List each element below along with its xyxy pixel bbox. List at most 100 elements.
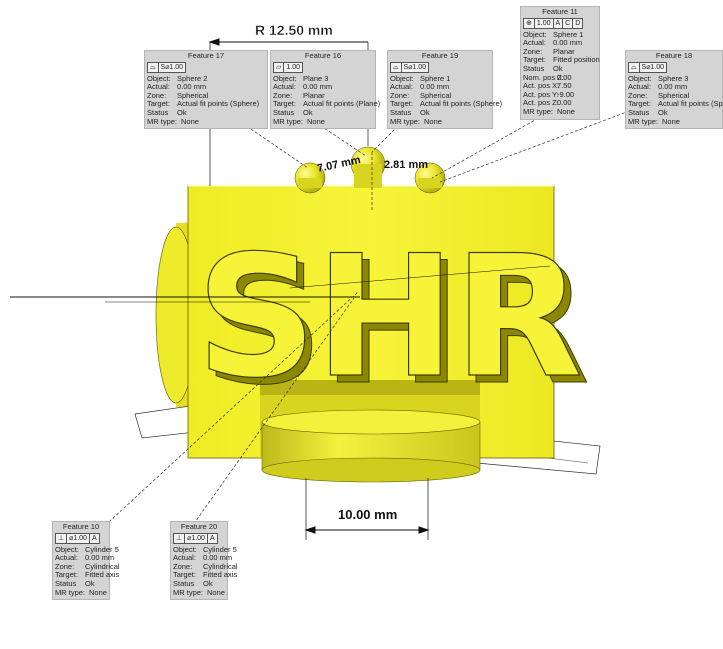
callout-row: Target:Fitted position xyxy=(523,55,600,65)
row-value: Ok xyxy=(553,63,563,73)
top-right-dimension: 2.81 mm xyxy=(384,159,428,171)
row-value: Ok xyxy=(303,107,313,117)
row-value: 0.00 xyxy=(557,72,572,82)
row-value: Planar xyxy=(553,46,575,56)
fcf-cell: ⌀1.00 xyxy=(184,532,208,544)
row-key: Zone: xyxy=(390,90,410,100)
feature-control-frame: ⌓S⌀1.00 xyxy=(628,61,720,73)
row-value: Sphere 3 xyxy=(658,73,689,83)
callout-row: Object: Sphere 3 xyxy=(628,73,720,84)
row-key: Actual: xyxy=(390,82,413,92)
feature-control-frame: ▱1.00 xyxy=(273,61,373,73)
row-key: Object: xyxy=(523,29,547,39)
row-value: 0.00 mm xyxy=(177,82,207,92)
fcf-cell: 1.00 xyxy=(283,61,304,73)
callout-row: MR type:None xyxy=(628,116,720,127)
datum-plane-label xyxy=(547,457,589,464)
letters-text: SHR xyxy=(196,219,581,415)
row-value: 0.00 xyxy=(557,98,572,108)
row-key: Act. pos X: xyxy=(523,81,560,91)
fcf-cell: A xyxy=(88,532,100,544)
callout-row: MR type:None xyxy=(273,116,373,127)
bottom-cylinder xyxy=(261,409,481,483)
radius-dimension: R 12.50 mm xyxy=(255,22,333,38)
row-key: Object: xyxy=(147,73,171,83)
row-value: None xyxy=(181,116,199,126)
row-key: Zone: xyxy=(628,90,648,100)
row-key: MR type: xyxy=(390,116,421,126)
fcf-cell: S⌀1.00 xyxy=(638,61,668,73)
callout-row: Actual:0.00 mm xyxy=(523,39,597,48)
callout-row: MR type:None xyxy=(523,106,597,117)
row-key: Target: xyxy=(273,99,296,109)
row-key: Actual: xyxy=(273,82,296,92)
callout-row: Zone:Spherical xyxy=(628,90,720,101)
callout-title: Feature 18 xyxy=(655,51,693,60)
row-key: Object: xyxy=(390,73,414,83)
leader-lines xyxy=(97,103,649,533)
callout-row: Target: Actual fit points (Sphere) xyxy=(628,99,723,109)
row-value: Planar xyxy=(303,90,325,100)
callout-row: Actual: 0.00 mm xyxy=(147,83,265,92)
callout-row: Act. pos X:7.50 xyxy=(523,82,597,91)
row-key: Status xyxy=(390,107,412,117)
row-key: Target: xyxy=(523,55,546,65)
callout-row: Zone:Spherical xyxy=(147,91,265,101)
callout-title: Feature 17 xyxy=(187,51,225,60)
row-key: Object: xyxy=(628,73,652,83)
row-value: 0.00 mm xyxy=(553,38,583,48)
row-key: MR type: xyxy=(523,106,554,116)
callout-row: Object:Cylinder 5 xyxy=(55,545,119,555)
callout-row: Target:Actual fit points (Sphere) xyxy=(147,100,265,109)
row-key: Status xyxy=(173,578,195,588)
row-key: MR type: xyxy=(628,116,659,126)
callout-row: Actual:0.00 mm xyxy=(628,83,720,92)
row-key: Actual: xyxy=(147,82,170,92)
row-value: 0.00 mm xyxy=(303,82,333,92)
feature-control-frame: ⌓S⌀1.00 xyxy=(390,61,490,73)
svg-text:SHR: SHR xyxy=(203,226,588,422)
row-key: Status xyxy=(55,578,77,588)
row-key: Act. pos Y: xyxy=(523,89,559,99)
row-value: 0.00 mm xyxy=(420,82,450,92)
row-value: Fitted axis xyxy=(203,570,238,580)
row-value: None xyxy=(307,116,325,126)
callout-row: MR type:None xyxy=(173,588,225,598)
callout-row: Nom. pos Z:0.00 xyxy=(523,72,597,83)
callout-row: MR type:None xyxy=(390,116,490,127)
row-key: Zone: xyxy=(55,561,75,571)
row-value: Ok xyxy=(177,107,187,117)
row-key: Object: xyxy=(173,544,197,554)
row-key: Target: xyxy=(628,99,651,109)
callout-title: Feature 11 xyxy=(542,7,578,16)
row-value: Actual fit points (Sphere) xyxy=(658,99,723,109)
row-value: None xyxy=(424,116,442,126)
callout-row: Act. pos Z:0.00 xyxy=(523,99,597,108)
callout-row: Target:Actual fit points (Sphere) xyxy=(390,100,502,109)
fcf-cell: S⌀1.00 xyxy=(400,61,430,73)
callout-row: Zone:Cylindrical xyxy=(173,562,238,572)
callout-title: Feature 19 xyxy=(421,51,459,60)
row-key: Object: xyxy=(273,73,297,83)
row-value: Actual fit points (Sphere) xyxy=(177,99,260,109)
row-key: Zone: xyxy=(523,46,543,56)
row-value: Ok xyxy=(85,578,95,588)
callout-row: Object:Sphere 2 xyxy=(147,73,265,84)
callout-row: Status Ok xyxy=(55,578,107,589)
callout-row: Actual:0.00 mm xyxy=(173,554,232,563)
row-key: MR type: xyxy=(147,116,178,126)
row-value: 0.00 mm xyxy=(658,82,688,92)
row-value: Ok xyxy=(658,107,668,117)
row-value: Cylinder 5 xyxy=(203,544,237,554)
